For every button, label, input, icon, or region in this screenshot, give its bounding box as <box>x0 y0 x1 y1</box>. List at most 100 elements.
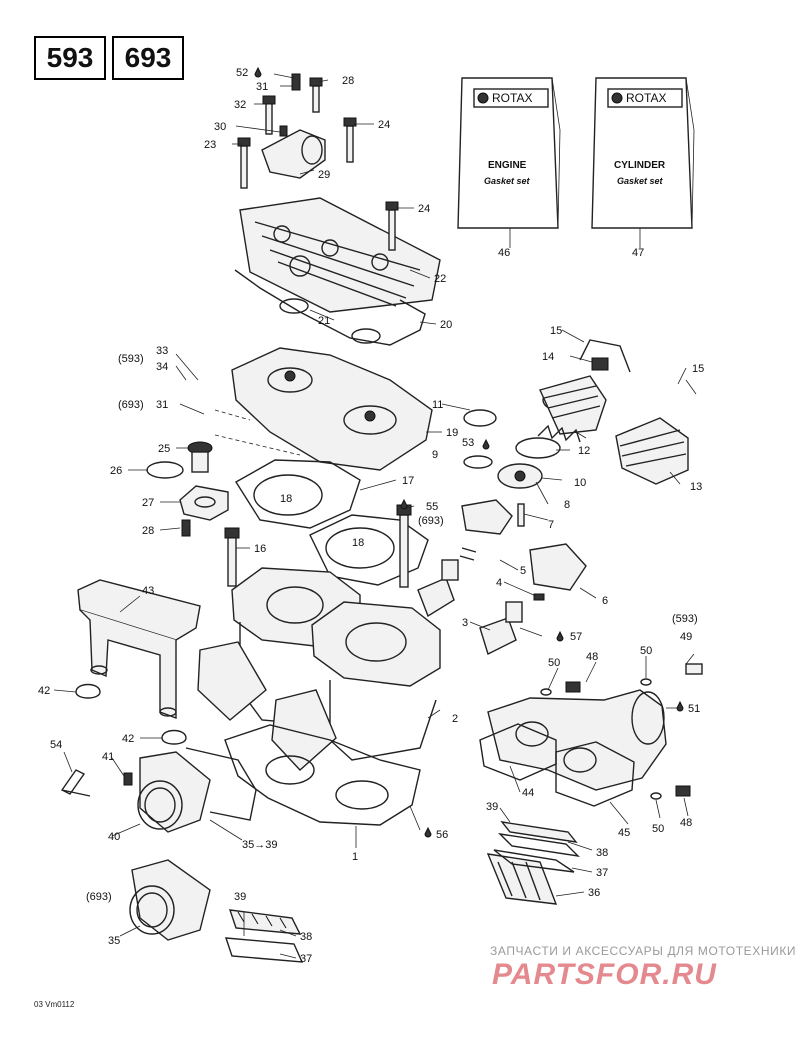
screw-48b <box>675 785 691 797</box>
callout-50b: 50 <box>640 645 652 657</box>
callout-54: 54 <box>50 739 62 751</box>
callout-56: 56 <box>436 829 448 841</box>
callout-22: 22 <box>434 273 446 285</box>
sealant-drop-icons <box>254 66 684 838</box>
callout-37a: 37 <box>596 867 608 879</box>
reed-opening-left <box>197 641 267 721</box>
callout-18: 18 <box>280 493 292 505</box>
callout-32: 32 <box>234 99 246 111</box>
callout-36: 36 <box>588 887 600 899</box>
model-693-box: 693 <box>112 36 184 80</box>
booklet-46-subtitle: Gasket set <box>484 176 531 186</box>
washer-50a <box>540 688 552 696</box>
callout-593a: (593) <box>118 353 144 365</box>
callout-39b: 39 <box>234 891 246 903</box>
exhaust-cover <box>77 579 201 720</box>
callout-27: 27 <box>142 497 154 509</box>
callout-53: 53 <box>462 437 474 449</box>
callout-57: 57 <box>570 631 582 643</box>
rotary-valve-7 <box>461 499 525 535</box>
reed-set-lower <box>224 909 304 963</box>
callout-8: 8 <box>564 499 570 511</box>
rotary-valve-cover <box>539 375 607 435</box>
callout-39a: 39 <box>486 801 498 813</box>
callout-11: 11 <box>432 399 443 411</box>
callout-42a: 42 <box>38 685 50 697</box>
key-4 <box>533 593 545 601</box>
callout-49: 49 <box>680 631 692 643</box>
rotary-valve-8 <box>497 463 543 489</box>
exhaust-gaskets <box>479 723 635 807</box>
callout-48b: 48 <box>680 817 692 829</box>
cylinder-head <box>231 347 433 471</box>
head-cover-gasket <box>234 269 426 346</box>
washer-50c <box>650 792 662 800</box>
carb-adaptor-693 <box>129 859 211 941</box>
booklet-47-brand: ROTAX <box>626 91 666 105</box>
callout-10: 10 <box>574 477 586 489</box>
rotary-valve-cover-large <box>615 417 689 485</box>
cylinder-stud-55 <box>399 514 409 588</box>
callout-34: 34 <box>156 361 168 373</box>
callout-46: 46 <box>498 247 510 259</box>
callout-37b: 37 <box>300 953 312 965</box>
o-ring-11 <box>463 409 497 427</box>
seal-10 <box>515 437 561 459</box>
cylinder-block <box>231 567 441 761</box>
callout-40: 40 <box>108 831 120 843</box>
spring-54 <box>60 769 91 797</box>
clamp-42a <box>75 683 101 699</box>
callout-29: 29 <box>318 169 330 181</box>
carb-adaptor <box>123 747 257 833</box>
o-ring-9 <box>463 455 493 469</box>
callout-693c: (693) <box>86 891 112 903</box>
callout-44: 44 <box>522 787 534 799</box>
watermark-tagline: ЗАПЧАСТИ И АКСЕССУАРЫ ДЛЯ МОТОТЕХНИКИ <box>490 944 797 958</box>
cylinder-bolt-16 <box>227 535 237 587</box>
rotax-logo-icon <box>607 88 683 108</box>
callout-18b: 18 <box>352 537 364 549</box>
callout-24b: 24 <box>418 203 430 215</box>
callout-55: 55 <box>426 501 438 513</box>
callout-50a: 50 <box>548 657 560 669</box>
model-693-label: 693 <box>124 42 172 73</box>
booklet-47-subtitle: Gasket set <box>617 176 664 186</box>
booklet-46-title: ENGINE <box>488 160 527 171</box>
screw-48a <box>565 681 581 693</box>
callout-25: 25 <box>158 443 170 455</box>
model-593-label: 593 <box>46 42 94 73</box>
callout-14: 14 <box>542 351 554 363</box>
callout-51: 51 <box>688 703 700 715</box>
thermostat-group <box>146 441 229 537</box>
callout-9: 9 <box>432 449 438 461</box>
head-gasket-ring-18a <box>253 474 323 516</box>
callout-31: 31 <box>256 81 268 93</box>
exhaust-manifold <box>487 663 703 791</box>
callout-38b: 38 <box>300 931 312 943</box>
callout-16: 16 <box>254 543 266 555</box>
plug-14 <box>591 357 609 371</box>
cylinder-head-cover <box>239 197 441 313</box>
callout-6: 6 <box>602 595 608 607</box>
reed-opening-right <box>271 689 337 771</box>
leader-lines <box>53 73 697 959</box>
callout-5: 5 <box>520 565 526 577</box>
callout-28: 28 <box>342 75 354 87</box>
callout-38a: 38 <box>596 847 608 859</box>
clamp-42b <box>161 729 187 745</box>
gasket-5 <box>459 547 477 561</box>
callout-52: 52 <box>236 67 248 79</box>
callout-47: 47 <box>632 247 644 259</box>
water-outlet-elbow <box>261 73 326 179</box>
callout-15b: 15 <box>692 363 704 375</box>
callout-7: 7 <box>548 519 554 531</box>
clip-15 <box>579 339 631 373</box>
callout-35-to-39: 35→39 <box>242 839 277 851</box>
callout-693b: (693) <box>418 515 444 527</box>
booklet-46-brand: ROTAX <box>492 91 532 105</box>
callout-21: 21 <box>318 315 330 327</box>
washer-50b <box>640 678 652 686</box>
callout-1: 1 <box>352 851 358 863</box>
callout-15a: 15 <box>550 325 562 337</box>
